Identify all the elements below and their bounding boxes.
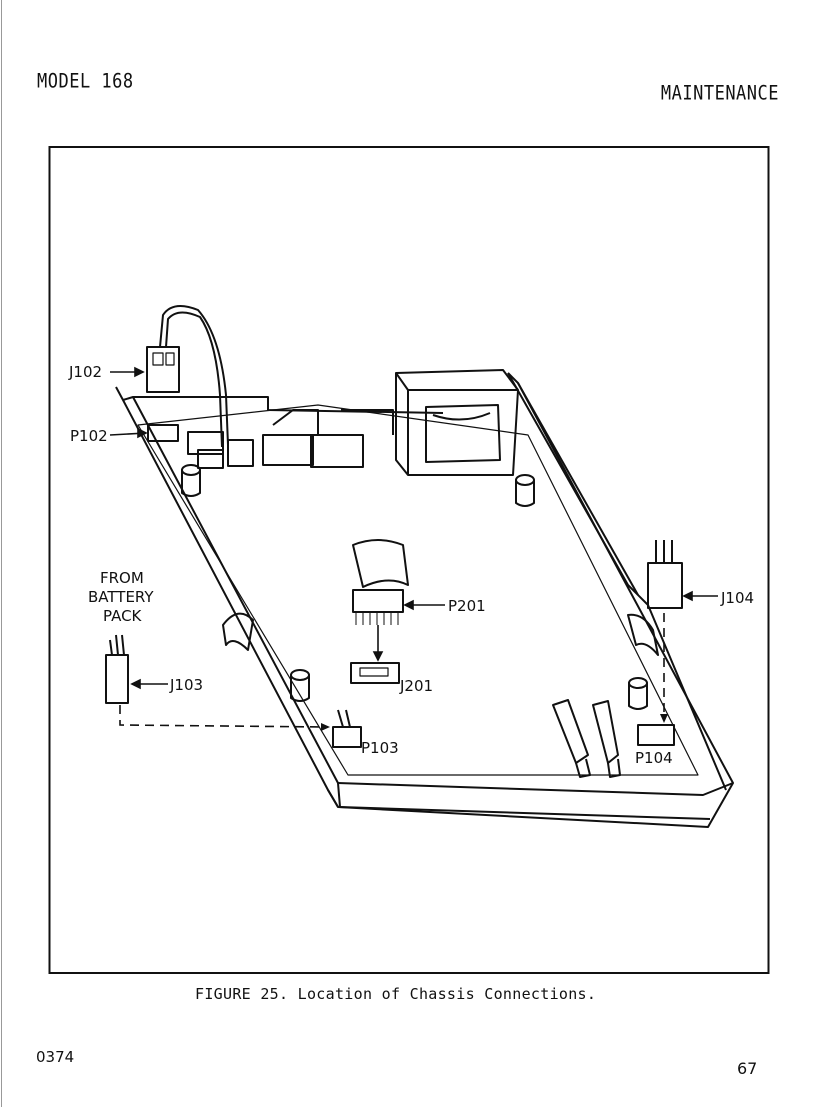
fuse-2 <box>593 701 618 763</box>
document-number: 0374 <box>36 1048 74 1066</box>
standoff-4 <box>629 678 647 688</box>
label-p201: P201 <box>448 597 486 615</box>
j103-plug <box>106 655 128 703</box>
j104-plug <box>648 563 682 608</box>
battery-route-line <box>120 705 328 727</box>
p201-ribbon <box>353 540 408 587</box>
scan-edge-line <box>1 0 2 1107</box>
standoff-2 <box>516 475 534 485</box>
label-p102: P102 <box>70 427 108 445</box>
p201-connector <box>353 590 403 612</box>
figure-border <box>50 147 769 973</box>
page-number: 67 <box>737 1059 757 1078</box>
label-p103: P103 <box>361 739 399 757</box>
p104-header <box>638 725 674 745</box>
label-p104: P104 <box>635 749 673 767</box>
section-header: MAINTENANCE <box>661 82 779 105</box>
p103-header <box>333 727 361 747</box>
label-j103: J103 <box>169 676 203 694</box>
standoff-1 <box>182 465 200 475</box>
label-from: FROM <box>100 569 144 587</box>
label-j201: J201 <box>399 677 433 695</box>
label-j104: J104 <box>720 589 754 607</box>
chassis-figure: J102 P102 FROM BATTERY PACK J103 P201 J2… <box>48 135 781 975</box>
label-pack: PACK <box>103 607 143 625</box>
label-j102: J102 <box>68 363 102 381</box>
j201-socket <box>351 663 399 683</box>
fuse-1 <box>553 700 588 763</box>
figure-caption: FIGURE 25. Location of Chassis Connectio… <box>195 985 596 1003</box>
label-battery: BATTERY <box>88 588 154 606</box>
model-header: MODEL 168 <box>37 70 134 93</box>
standoff-3 <box>291 670 309 680</box>
